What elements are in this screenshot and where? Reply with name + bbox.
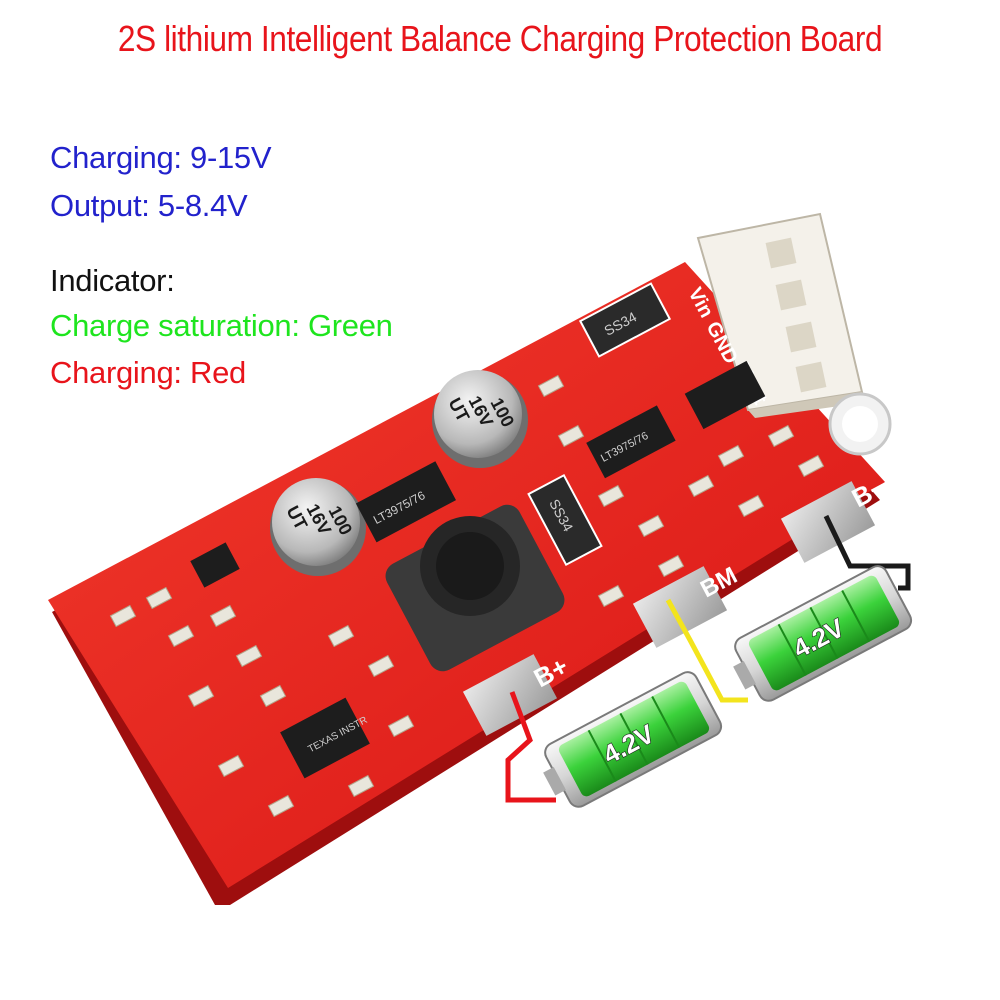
inductor	[385, 504, 565, 672]
capacitor-right: 100 16V UT	[432, 370, 528, 468]
pad-b-plus	[462, 654, 558, 736]
capacitor-left: 100 16V UT	[270, 478, 366, 576]
ti-chip: TEXAS INSTR	[280, 697, 370, 779]
spec-output-voltage: Output: 5-8.4V	[50, 188, 248, 223]
chip-st	[684, 360, 766, 430]
terminal-connector	[696, 212, 868, 418]
indicator-heading: Indicator:	[50, 263, 175, 298]
page-title: 2S lithium Intelligent Balance Charging …	[117, 18, 883, 59]
chip-small-left	[190, 542, 240, 588]
battery-lower: 4.2V	[543, 671, 723, 808]
pad-bm	[632, 566, 728, 648]
regulator-chip-left: LT3975/76	[355, 461, 456, 543]
diode-middle: SS34	[527, 473, 603, 567]
spec-charging-voltage: Charging: 9-15V	[50, 140, 272, 175]
indicator-green-label: Charge saturation: Green	[50, 308, 393, 343]
smd-components	[109, 374, 825, 818]
wire-black	[823, 514, 911, 591]
battery-upper: 4.2V	[733, 565, 913, 702]
indicator-red-label: Charging: Red	[50, 355, 246, 390]
diode-top: SS34	[578, 282, 672, 358]
wire-red	[505, 691, 556, 803]
wire-yellow	[665, 598, 748, 703]
